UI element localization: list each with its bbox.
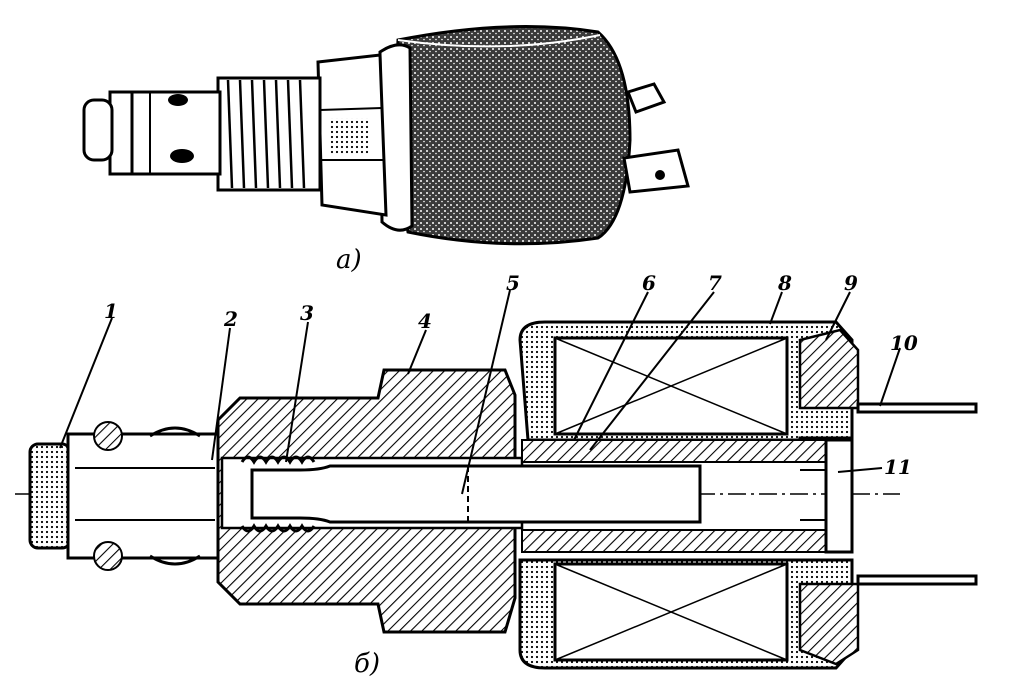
label-part-1: 1 [104,299,118,323]
inlet-tube [66,432,220,560]
flange [378,43,414,232]
inlet-fitting [108,90,222,176]
guide-sleeve [521,439,835,463]
external-view: а) [82,25,690,275]
leader-lines [59,289,901,495]
terminal-upper [626,82,667,114]
terminal-pin-upper [856,402,978,414]
label-part-3: 3 [300,301,314,325]
end-stop [824,438,854,554]
terminal-pin-lower [856,574,978,586]
caption-a: а) [336,245,362,275]
label-part-11: 11 [884,455,912,479]
section-view: 1 2 3 4 5 6 7 8 9 10 11 б) [15,271,978,679]
housing-body [394,25,632,246]
label-part-5: 5 [506,271,520,295]
coil-upper [553,336,789,436]
spring [240,455,316,533]
caption-b: б) [354,649,380,679]
label-part-7: 7 [708,271,722,295]
label-part-8: 8 [777,271,792,295]
label-part-2: 2 [223,307,238,331]
terminal-block-upper [798,328,860,410]
terminal-block-lower [798,582,860,666]
terminal-lower [622,148,690,194]
plunger [250,464,702,524]
label-part-4: 4 [418,309,432,333]
end-cap [28,442,72,550]
label-part-9: 9 [844,271,858,295]
label-part-6: 6 [642,271,656,295]
label-part-10: 10 [890,331,918,355]
coil-lower [553,562,789,662]
